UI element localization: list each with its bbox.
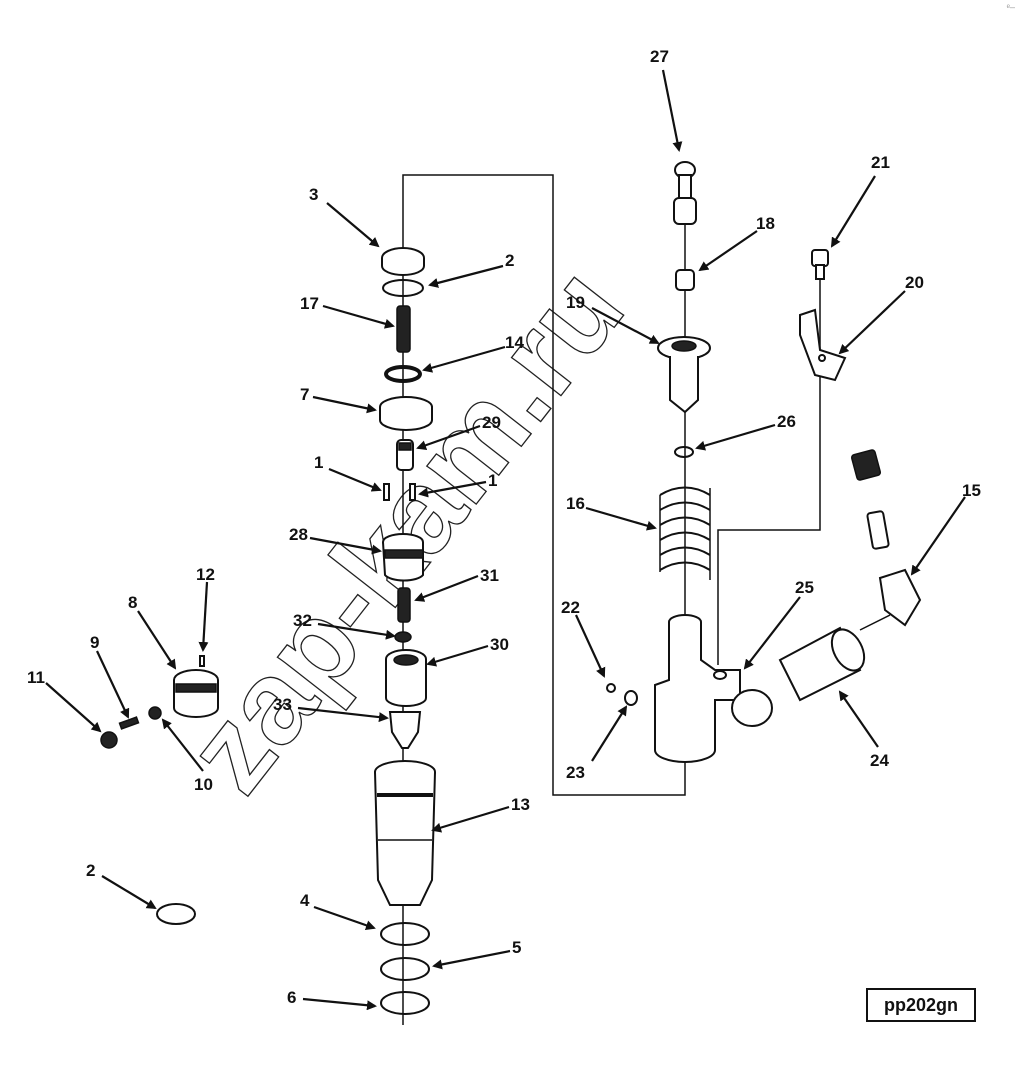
callout-27: 27 <box>650 47 669 66</box>
callout-16: 16 <box>566 494 585 513</box>
callout-8: 8 <box>128 593 137 612</box>
assembly-lines <box>402 165 891 1025</box>
part-29-pin <box>396 439 414 471</box>
callout-31: 31 <box>480 566 499 585</box>
callout-21: 21 <box>871 153 890 172</box>
callout-26: 26 <box>777 412 796 431</box>
part-30-plunger-body <box>385 649 427 707</box>
callout-13: 13 <box>511 795 530 814</box>
diagram-reference-code: pp202gn <box>866 988 976 1022</box>
part-22-ball <box>606 683 616 693</box>
callout-17: 17 <box>300 294 319 313</box>
callout-20: 20 <box>905 273 924 292</box>
part-6-oring <box>380 991 430 1015</box>
callout-1-right: 1 <box>488 471 497 490</box>
part-26-clip <box>674 446 694 458</box>
part-28-valve-body <box>382 533 424 582</box>
callout-6: 6 <box>287 988 296 1007</box>
callout-12: 12 <box>196 565 215 584</box>
part-16-spring <box>659 486 711 580</box>
part-32-washer <box>394 631 412 643</box>
part-31-spring <box>397 587 411 623</box>
callout-29: 29 <box>482 413 501 432</box>
part-10-washer <box>148 706 162 720</box>
part-21-bolt <box>811 249 829 280</box>
callout-11: 11 <box>27 668 45 687</box>
callout-30: 30 <box>490 635 509 654</box>
callout-28: 28 <box>289 525 308 544</box>
callout-25: 25 <box>795 578 814 597</box>
part-2-ring-upper <box>382 279 424 297</box>
part-13-injector-body <box>374 760 436 906</box>
part-18-collar <box>675 269 695 291</box>
part-1-dowels <box>383 483 416 501</box>
part-14-oring <box>384 365 422 383</box>
callout-18: 18 <box>756 214 775 233</box>
callout-22: 22 <box>561 598 580 617</box>
callout-4: 4 <box>300 891 310 910</box>
part-4-oring <box>380 922 430 946</box>
callout-19: 19 <box>566 293 585 312</box>
callout-3: 3 <box>309 185 318 204</box>
part-5-oring <box>380 957 430 981</box>
part-25-injector-housing <box>654 614 773 763</box>
callout-5: 5 <box>512 938 521 957</box>
part-8-solenoid-cap <box>173 669 219 718</box>
callout-7: 7 <box>300 385 309 404</box>
part-27-plunger <box>673 161 697 225</box>
corner-mark: ᵉ‒ <box>1006 2 1015 12</box>
callout-labels: 27 21 3 18 2 20 17 19 14 7 29 26 1 1 15 … <box>27 47 981 1007</box>
part-12-pin <box>199 655 205 667</box>
callout-9: 9 <box>90 633 99 652</box>
part-2-ring-lower <box>156 903 196 925</box>
part-24-connector-nut <box>778 626 866 702</box>
callout-14: 14 <box>505 333 524 352</box>
callout-2-upper: 2 <box>505 251 514 270</box>
part-23-seal <box>624 690 638 706</box>
part-9-screw <box>118 716 140 730</box>
callout-10: 10 <box>194 775 213 794</box>
part-15-wire-connector <box>850 449 922 627</box>
part-11-nut <box>100 731 118 749</box>
callout-24: 24 <box>870 751 889 770</box>
part-7-sleeve <box>379 396 433 431</box>
part-19-retainer <box>657 336 711 414</box>
part-33-nozzle <box>388 711 422 749</box>
callout-33: 33 <box>273 695 292 714</box>
part-20-bracket <box>799 308 847 382</box>
part-17-spring <box>396 305 411 353</box>
callout-arrows <box>45 69 966 1011</box>
callout-23: 23 <box>566 763 585 782</box>
callout-15: 15 <box>962 481 981 500</box>
callout-1-left: 1 <box>314 453 323 472</box>
part-3-cap <box>381 247 425 276</box>
callout-32: 32 <box>293 611 312 630</box>
callout-2-lower: 2 <box>86 861 95 880</box>
